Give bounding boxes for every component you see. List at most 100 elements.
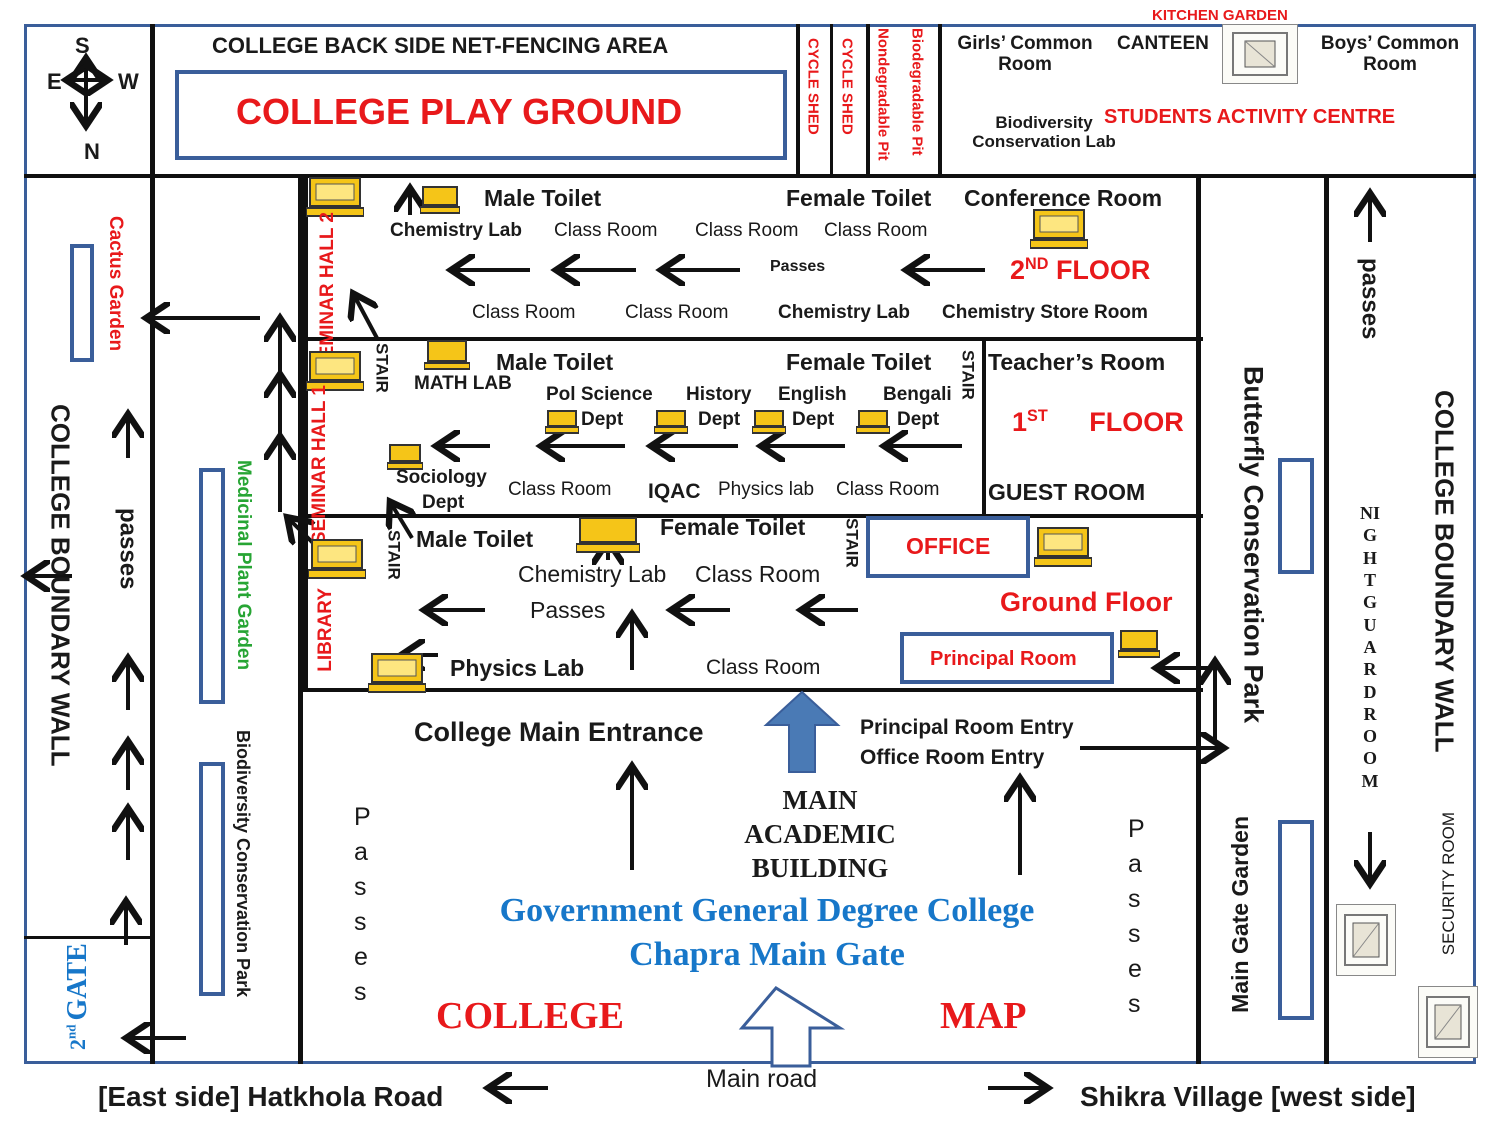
boys-common-room: Boys’ Common Room: [1320, 33, 1460, 75]
canteen-label: CANTEEN: [1117, 33, 1209, 54]
second-gate[interactable]: 2nd GATE: [62, 943, 94, 1050]
conference-room: Conference Room: [964, 185, 1163, 211]
butterfly-park-label: Butterfly Conservation Park: [1238, 366, 1269, 724]
math-lab: MATH LAB: [414, 373, 512, 394]
seminar-hall-2: SEMINAR HALL 2: [317, 212, 338, 372]
ground-class-room: Class Room: [706, 656, 821, 679]
cycle-shed-1: CYCLE SHED: [804, 38, 822, 135]
floor1-number: 1: [1012, 407, 1028, 437]
library: LIBRARY: [315, 588, 336, 672]
office-box[interactable]: [866, 516, 1030, 578]
right-boundary-wall: COLLEGE BOUNDARY WALL: [1429, 390, 1460, 753]
girls-common-room: Girls’ Common Room: [957, 33, 1093, 75]
cactus-garden-box: [70, 244, 94, 362]
bengali-dept: Bengali: [883, 384, 952, 405]
principal-room-box[interactable]: [900, 632, 1114, 684]
floor1-stair-a: STAIR: [372, 343, 392, 393]
floor1-suffix: ST: [1027, 407, 1048, 425]
dept-label: Dept: [698, 409, 741, 430]
second-gate-suffix: nd: [63, 1024, 79, 1039]
wall-line: [982, 340, 986, 516]
floor2-class-room: Class Room: [554, 220, 658, 241]
dept-label: Dept: [897, 409, 940, 430]
floor2-female-toilet: Female Toilet: [786, 185, 932, 211]
ground-floor-label: Ground Floor: [1000, 587, 1173, 617]
computer-icon: [367, 652, 427, 694]
night-guard-building-image: [1336, 904, 1396, 976]
college-name: Government General Degree College: [499, 892, 1035, 929]
floor1-female-toilet: Female Toilet: [786, 349, 932, 375]
floor2-class-room: Class Room: [695, 220, 799, 241]
computer-icon: [423, 340, 471, 370]
wall-line: [1196, 178, 1201, 1064]
computer-icon: [305, 350, 365, 392]
biodiversity-lab: Biodiversity Conservation Lab: [972, 113, 1116, 151]
wall-line: [866, 24, 870, 174]
nondegradable-pit: Nondegradable Pit: [874, 28, 892, 161]
ground-chemistry-lab: Chemistry Lab: [518, 561, 667, 587]
computer-icon: [575, 516, 641, 554]
chemistry-store-room: Chemistry Store Room: [942, 302, 1148, 323]
compass-east: E: [47, 69, 62, 94]
floor1-male-toilet: Male Toilet: [496, 349, 614, 375]
left-passes: passes: [114, 508, 142, 590]
wall-line: [796, 24, 800, 174]
wall-line: [938, 24, 942, 174]
history-dept: History: [686, 384, 752, 405]
students-activity-centre: STUDENTS ACTIVITY CENTRE: [1104, 106, 1396, 128]
chapra-main-gate[interactable]: Chapra Main Gate: [629, 936, 905, 973]
computer-icon: [1033, 526, 1093, 568]
pol-science-dept: Pol Science: [546, 384, 653, 405]
wall-line: [830, 24, 833, 174]
butterfly-park-box: [1278, 458, 1314, 574]
wall-line: [24, 174, 1476, 178]
medicinal-garden-label: Medicinal Plant Garden: [232, 460, 254, 671]
floor1-physics-lab: Physics lab: [718, 479, 815, 500]
principal-room-label: Principal Room: [930, 648, 1077, 670]
computer-icon: [305, 176, 365, 218]
east-side-road: [East side] Hatkhola Road: [98, 1081, 444, 1112]
front-passes-left: Passes: [354, 803, 371, 1006]
right-passes: passes: [1356, 258, 1384, 340]
ground-male-toilet: Male Toilet: [416, 526, 534, 552]
floor2-chemistry-lab-b: Chemistry Lab: [778, 302, 910, 323]
compass-north: N: [84, 139, 100, 164]
computer-icon: [855, 410, 891, 434]
computer-icon: [751, 410, 787, 434]
sociology-dept: Sociology: [396, 467, 487, 488]
computer-icon: [386, 444, 424, 470]
computer-icon: [419, 186, 461, 214]
sociology-dept-label: Dept: [422, 492, 465, 513]
floor2-passes: Passes: [770, 258, 826, 275]
floor1-stair-b: STAIR: [958, 350, 978, 400]
floor1-class-room: Class Room: [508, 479, 612, 500]
cactus-garden-label: Cactus Garden: [104, 216, 126, 352]
iqac: IQAC: [648, 480, 701, 503]
main-academic-line-3: BUILDING: [751, 853, 889, 883]
computer-icon: [653, 410, 689, 434]
second-gate-label: GATE: [62, 943, 93, 1021]
wall-line: [303, 178, 308, 690]
playground: [175, 70, 787, 160]
compass-west: W: [118, 69, 139, 94]
left-boundary-wall: COLLEGE BOUNDARY WALL: [45, 404, 76, 767]
college-main-entrance: College Main Entrance: [414, 717, 704, 747]
floor2-number: 2: [1010, 255, 1026, 285]
dept-label: Dept: [792, 409, 835, 430]
guest-room: GUEST ROOM: [988, 479, 1146, 505]
ground-passes: Passes: [530, 597, 606, 623]
computer-icon: [1117, 630, 1161, 658]
principal-room-entry: Principal Room Entry: [860, 716, 1074, 739]
medicinal-garden-box: [199, 468, 225, 704]
wall-line: [1324, 178, 1329, 1064]
wall-line: [303, 688, 1203, 692]
biodiversity-park-box: [199, 762, 225, 996]
compass-south: S: [75, 33, 90, 58]
floor2-class-room: Class Room: [824, 220, 928, 241]
ground-physics-lab: Physics Lab: [450, 655, 585, 681]
wall-line: [303, 514, 1203, 518]
computer-icon: [544, 410, 580, 434]
night-guard-room: NIGHTGUARDROOM: [1360, 503, 1381, 791]
main-gate-garden-label: Main Gate Garden: [1227, 816, 1253, 1013]
